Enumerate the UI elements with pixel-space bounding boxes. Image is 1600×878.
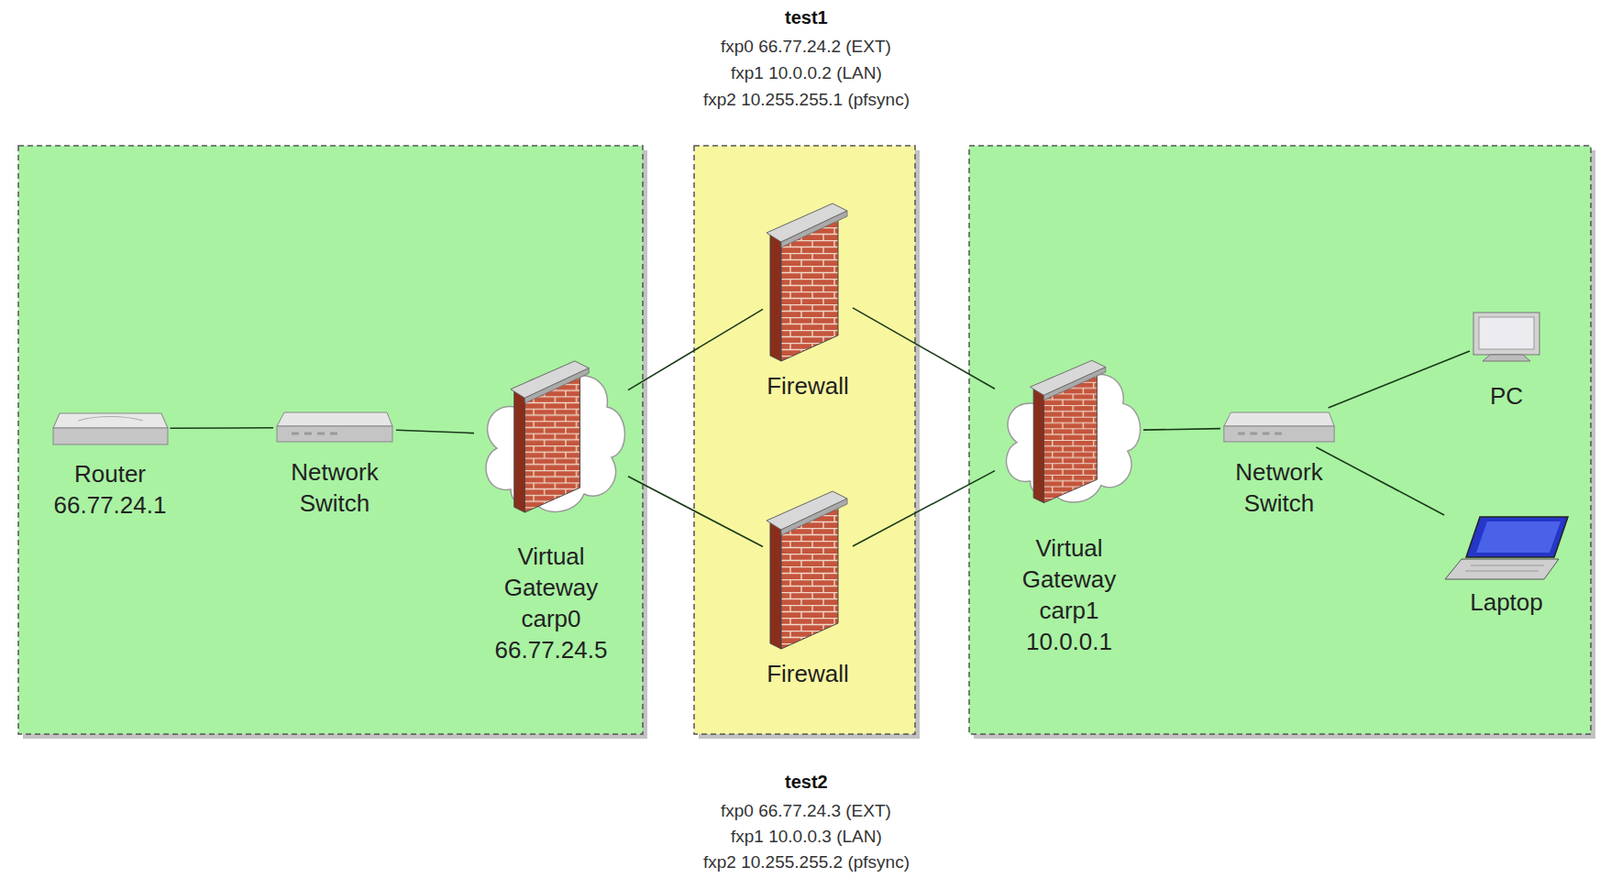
node-detail: 66.77.24.1 bbox=[36, 489, 184, 521]
network-link bbox=[628, 308, 763, 390]
virtual-gateway-icon bbox=[994, 352, 1144, 511]
firewall-icon bbox=[762, 201, 853, 364]
router-icon bbox=[50, 408, 171, 450]
network-link bbox=[1143, 429, 1221, 431]
firewall-icon bbox=[762, 489, 853, 652]
interface-address: fxp2 10.255.255.1 (pfsync) bbox=[703, 89, 910, 111]
node-label: Virtual Gateway bbox=[473, 540, 629, 604]
host-name: test2 bbox=[784, 772, 828, 793]
external-zone bbox=[18, 145, 643, 735]
interface-address: fxp0 66.77.24.2 (EXT) bbox=[720, 36, 892, 57]
lan-zone bbox=[969, 145, 1591, 735]
network-link bbox=[170, 427, 275, 430]
node-label: Firewall bbox=[729, 658, 886, 690]
node-detail: carp1 bbox=[991, 595, 1148, 627]
node-label: PC bbox=[1451, 380, 1562, 412]
network-link bbox=[396, 430, 475, 433]
laptop-icon bbox=[1443, 515, 1571, 582]
network-link bbox=[1316, 447, 1446, 516]
switch-icon bbox=[273, 408, 397, 448]
network-link bbox=[628, 476, 763, 548]
network-link bbox=[852, 308, 995, 389]
node-label: Firewall bbox=[729, 370, 886, 402]
node-label: Router bbox=[36, 458, 184, 490]
switch-icon bbox=[1220, 408, 1338, 448]
interface-address: fxp0 66.77.24.3 (EXT) bbox=[720, 801, 892, 822]
network-switch: Network Switch bbox=[1205, 408, 1353, 519]
network-link bbox=[852, 471, 995, 547]
network-link bbox=[1328, 351, 1470, 409]
host-name: test1 bbox=[784, 7, 828, 28]
node-detail: 10.0.0.1 bbox=[991, 626, 1148, 658]
interface-address: fxp1 10.0.0.3 (LAN) bbox=[730, 827, 883, 848]
node-label: Laptop bbox=[1442, 586, 1571, 618]
firewall: Firewall bbox=[729, 201, 886, 402]
node-label: Network Switch bbox=[1205, 456, 1353, 519]
virtual-gateway: Virtual Gatewaycarp066.77.24.5 bbox=[473, 352, 629, 666]
node-label: Virtual Gateway bbox=[991, 532, 1148, 596]
virtual-gateway-icon bbox=[474, 352, 629, 521]
interface-address: fxp1 10.0.0.2 (LAN) bbox=[730, 63, 883, 84]
virtual-gateway: Virtual Gatewaycarp110.0.0.1 bbox=[991, 352, 1148, 658]
pc-icon bbox=[1469, 310, 1544, 363]
firewall: Firewall bbox=[729, 489, 886, 690]
node-label: Network Switch bbox=[261, 456, 409, 519]
interface-address: fxp2 10.255.255.2 (pfsync) bbox=[703, 852, 910, 873]
network-switch: Network Switch bbox=[261, 408, 409, 519]
pc: PC bbox=[1451, 310, 1562, 412]
laptop: Laptop bbox=[1442, 515, 1571, 618]
node-detail: 66.77.24.5 bbox=[473, 634, 629, 666]
firewall-zone bbox=[694, 145, 916, 735]
router: Router66.77.24.1 bbox=[36, 408, 184, 521]
node-detail: carp0 bbox=[473, 603, 629, 635]
